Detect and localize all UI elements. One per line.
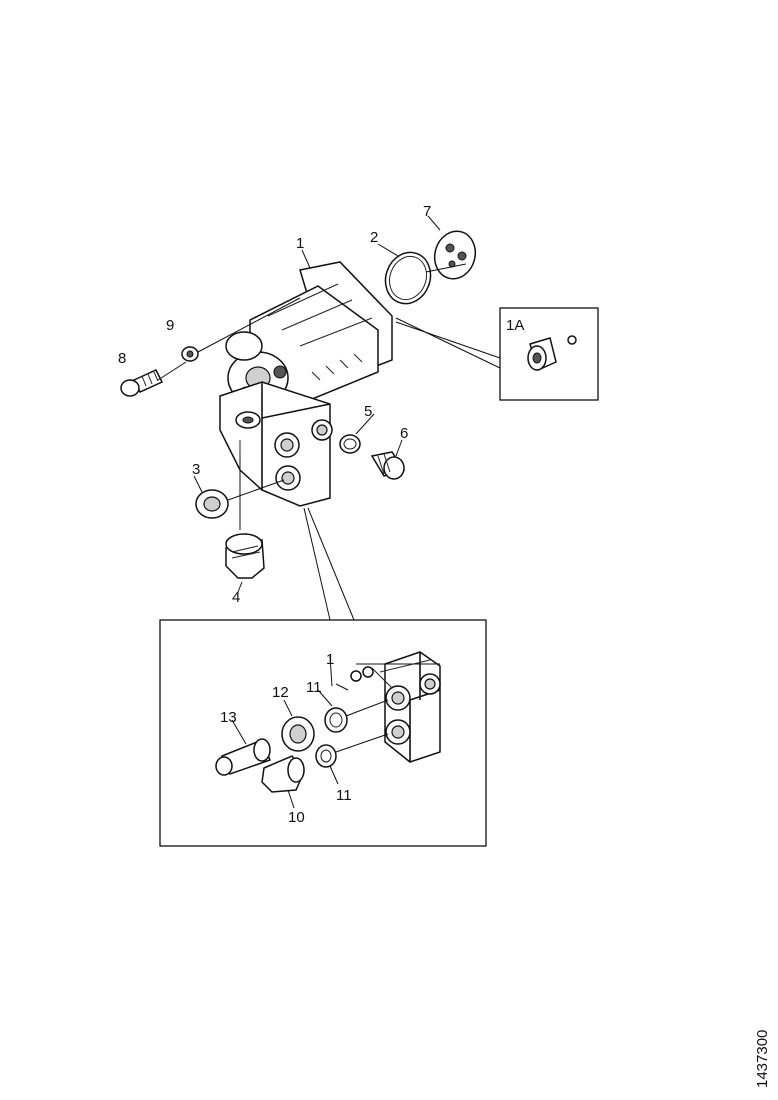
inset-callout-1: 1 (326, 651, 334, 668)
bolt-part (120, 369, 164, 397)
pump-housing-assembly (219, 261, 393, 507)
o-ring-part (384, 251, 432, 305)
detail-inset-panel (159, 619, 487, 847)
callout-7: 7 (423, 203, 431, 220)
inset-callout-10: 10 (288, 809, 305, 826)
leader-lines (157, 215, 501, 621)
inset-callout-13: 13 (220, 709, 237, 726)
figure-code: 1437300 (754, 1030, 771, 1088)
fitting-part (370, 451, 406, 480)
callout-labels: 1 2 7 9 8 1A 5 6 3 4 1 11 12 13 11 10 (118, 203, 524, 826)
callout-5: 5 (364, 403, 372, 420)
callout-2: 2 (370, 229, 378, 246)
inset-callout-12: 12 (272, 684, 289, 701)
detail-1a-panel (499, 307, 599, 401)
inset-callout-11-upper: 11 (306, 679, 322, 696)
callout-3: 3 (192, 461, 200, 478)
callout-1: 1 (296, 235, 304, 252)
seal-part (339, 434, 361, 454)
cap-part (225, 533, 265, 579)
plug-part (195, 489, 229, 519)
coupling-part (433, 230, 477, 280)
callout-9: 9 (166, 317, 174, 334)
callout-6: 6 (400, 425, 408, 442)
callout-4: 4 (232, 589, 240, 606)
callout-8: 8 (118, 350, 126, 367)
washer-part (181, 346, 199, 362)
callout-1a: 1A (506, 317, 524, 334)
inset-callout-11-lower: 11 (336, 787, 352, 804)
